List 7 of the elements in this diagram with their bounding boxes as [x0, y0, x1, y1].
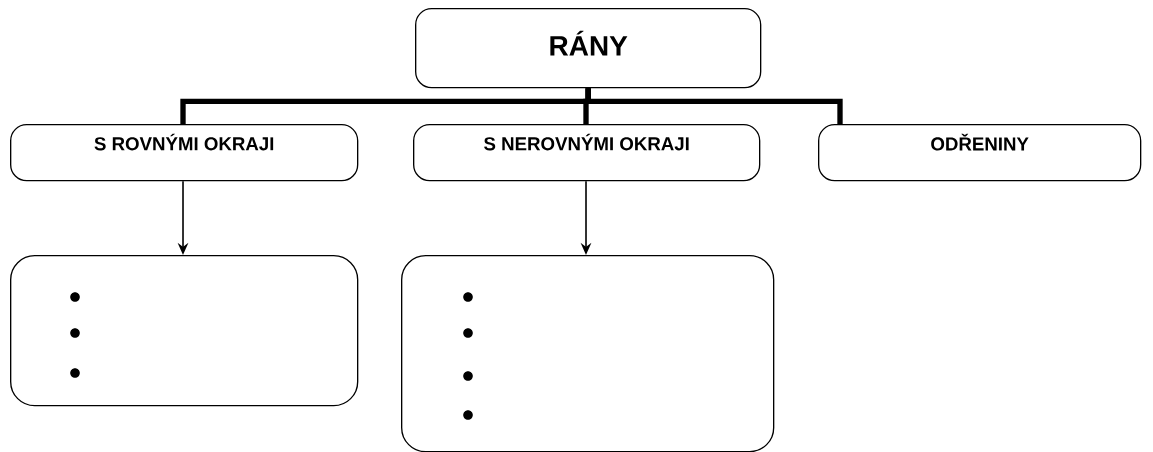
category-box: ODŘENINY — [818, 124, 1142, 182]
connector-line — [585, 88, 843, 124]
category-box: S NEROVNÝMI OKRAJI — [413, 124, 761, 182]
category-box: S ROVNÝMI OKRAJI — [10, 124, 359, 182]
title-box: RÁNY — [415, 8, 762, 89]
empty-box — [401, 255, 775, 452]
empty-box — [10, 255, 359, 407]
